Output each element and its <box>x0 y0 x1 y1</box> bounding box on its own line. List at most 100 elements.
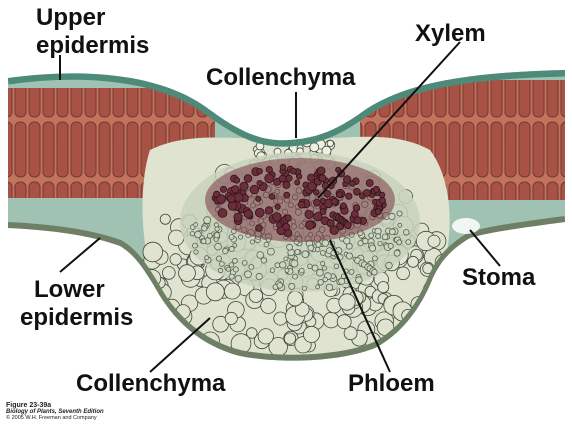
cell <box>288 291 303 306</box>
cell <box>320 198 325 203</box>
cell <box>364 190 371 197</box>
cell <box>408 256 419 267</box>
cell <box>249 265 254 270</box>
cell <box>250 240 254 244</box>
cell <box>269 194 275 200</box>
cell <box>232 186 240 194</box>
cell <box>265 207 272 214</box>
cell <box>280 262 286 268</box>
cell <box>256 273 262 279</box>
cell <box>206 283 224 301</box>
cell <box>398 223 402 227</box>
cell <box>373 186 379 192</box>
pointer-lower-epidermis <box>60 238 100 272</box>
cell <box>323 312 339 328</box>
cell <box>216 256 221 261</box>
caption-figure: Figure 23-39a <box>6 402 104 409</box>
cell <box>382 234 388 240</box>
cell <box>302 286 306 290</box>
cell <box>379 197 385 203</box>
cell <box>293 274 298 279</box>
cell <box>194 223 198 227</box>
label-phloem: Phloem <box>348 372 435 396</box>
cell <box>369 245 375 251</box>
cell <box>389 229 395 235</box>
cell <box>218 268 222 272</box>
cell <box>261 298 276 313</box>
cell <box>404 230 410 236</box>
cell <box>258 329 273 344</box>
cell <box>318 280 324 286</box>
label-lower-epidermis-line1: Lower <box>20 278 133 302</box>
cell <box>229 274 234 279</box>
cell <box>257 180 262 185</box>
cell <box>394 250 400 256</box>
cell <box>285 215 291 221</box>
cell <box>214 233 219 238</box>
cell <box>310 143 319 152</box>
cell <box>266 166 272 172</box>
cell <box>388 243 393 248</box>
cell <box>291 260 298 267</box>
cell <box>305 210 313 218</box>
cell <box>285 268 289 272</box>
cell <box>299 268 304 273</box>
cell <box>287 244 293 250</box>
cell <box>326 284 333 291</box>
cell <box>195 231 202 238</box>
cell <box>283 223 290 230</box>
cell <box>346 193 352 199</box>
pointer-collenchyma-bottom <box>150 318 210 372</box>
cell <box>397 267 410 280</box>
cell <box>240 182 248 190</box>
cell <box>308 174 315 181</box>
cell <box>217 195 226 204</box>
label-upper-epidermis-line1: Upper <box>36 6 149 30</box>
cell <box>273 213 282 222</box>
cell <box>317 167 325 175</box>
cell <box>207 233 212 238</box>
cell <box>308 245 314 251</box>
cell <box>284 257 288 261</box>
cell <box>204 217 211 224</box>
cell <box>339 294 355 310</box>
cell <box>295 249 300 254</box>
cell <box>143 242 163 262</box>
cell <box>229 235 234 240</box>
cell <box>406 240 411 245</box>
cell <box>245 271 252 278</box>
cell <box>280 164 286 170</box>
cell <box>378 241 382 245</box>
cell <box>277 283 283 289</box>
label-lower-epidermis: Lower epidermis <box>20 278 133 330</box>
cell <box>312 265 318 271</box>
cell <box>344 238 350 244</box>
cell <box>194 250 198 254</box>
cell <box>233 243 237 247</box>
cell <box>227 195 235 203</box>
cell <box>234 193 243 202</box>
cell <box>331 198 338 205</box>
cell <box>334 264 339 269</box>
cell <box>397 211 402 216</box>
cell <box>320 209 326 215</box>
stoma-opening <box>452 218 480 234</box>
cell <box>170 254 181 265</box>
cell <box>397 240 402 245</box>
cell <box>428 235 440 247</box>
cell <box>303 326 319 342</box>
cell <box>202 226 207 231</box>
cell <box>316 285 320 289</box>
cell <box>279 175 286 182</box>
cell <box>372 269 378 275</box>
cell <box>215 227 219 231</box>
cell <box>375 209 381 215</box>
cell <box>234 177 240 183</box>
cell <box>366 180 373 187</box>
cell <box>201 239 206 244</box>
cell <box>220 186 226 192</box>
cell <box>286 175 292 181</box>
cell <box>270 268 275 273</box>
cell <box>369 233 374 238</box>
